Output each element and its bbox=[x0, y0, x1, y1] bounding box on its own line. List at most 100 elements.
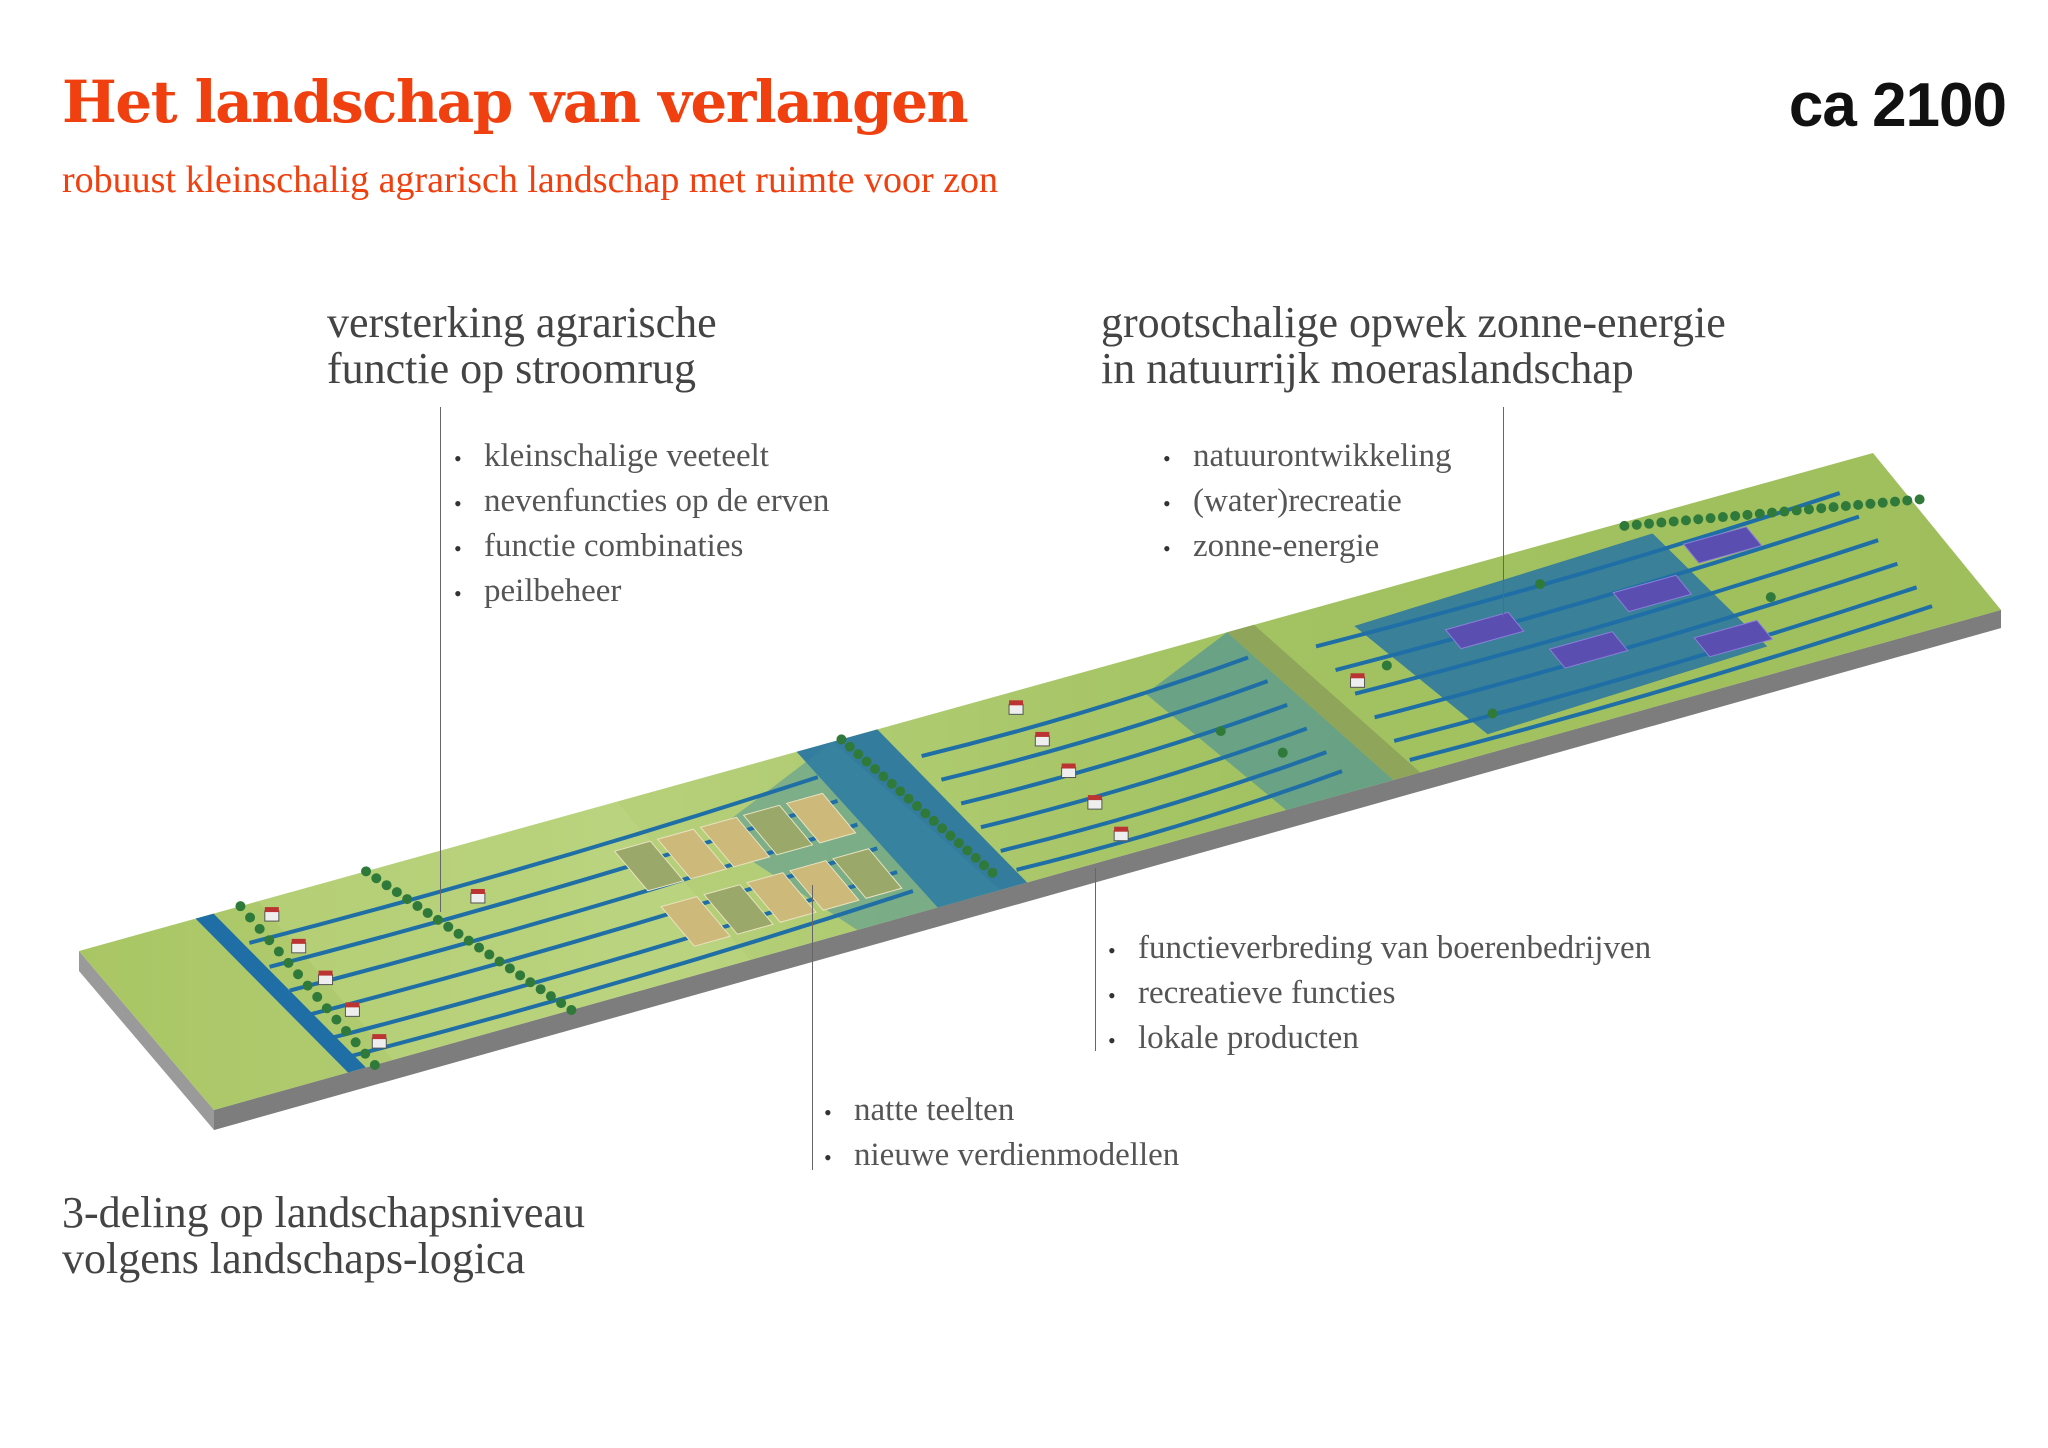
tree-icon bbox=[443, 921, 454, 932]
crop-field bbox=[699, 816, 771, 868]
ditch bbox=[980, 726, 1308, 830]
farmhouse-icon bbox=[371, 1037, 387, 1049]
tree-icon bbox=[1487, 708, 1498, 719]
farmhouse-roof-icon bbox=[1114, 826, 1129, 832]
tree-icon bbox=[1754, 508, 1765, 519]
tree-icon bbox=[1803, 504, 1814, 515]
tree-icon bbox=[360, 1048, 371, 1059]
tree-icon bbox=[937, 823, 948, 834]
tree-icon bbox=[836, 734, 847, 745]
list-item: •recreatieve functies bbox=[1108, 971, 1651, 1016]
list-item: •nevenfuncties op de erven bbox=[454, 479, 829, 524]
tree-icon bbox=[350, 1037, 361, 1048]
bullet-icon: • bbox=[1108, 1027, 1116, 1053]
ditch bbox=[1409, 604, 1933, 762]
bullet-icon: • bbox=[454, 490, 462, 516]
ditch bbox=[248, 775, 819, 945]
list-item: •kleinschalige veeteelt bbox=[454, 434, 829, 479]
farmhouses bbox=[264, 673, 1366, 1049]
list-item: •zonne-energie bbox=[1163, 524, 1451, 569]
right-zone-heading: grootschalige opwek zonne-energie in nat… bbox=[1101, 300, 1726, 392]
tree-icon bbox=[1828, 502, 1839, 513]
crop-field bbox=[613, 840, 685, 892]
bullet-icon: • bbox=[454, 535, 462, 561]
crop-field bbox=[660, 896, 732, 947]
tree-icon bbox=[381, 880, 392, 891]
tree-icon bbox=[1644, 518, 1655, 529]
tree-icon bbox=[920, 808, 931, 819]
tree-icon bbox=[515, 970, 526, 981]
tree-icon bbox=[1277, 747, 1288, 758]
bullet-icon: • bbox=[824, 1099, 832, 1125]
tree-icon bbox=[293, 969, 304, 980]
bullet-icon: • bbox=[454, 445, 462, 471]
tree-icon bbox=[245, 912, 256, 923]
heading-line: versterking agrarische bbox=[327, 298, 717, 347]
list-item: •nieuwe verdienmodellen bbox=[824, 1133, 1179, 1178]
bullet-icon: • bbox=[1108, 937, 1116, 963]
farmhouse-roof-icon bbox=[318, 970, 333, 976]
bullet-icon: • bbox=[1163, 535, 1171, 561]
tree-icon bbox=[412, 901, 423, 912]
tree-icon bbox=[1767, 507, 1778, 518]
tree-icon bbox=[1680, 515, 1691, 526]
tree-icon bbox=[1914, 494, 1925, 505]
middle-bullet-list: •functieverbreding van boerenbedrijven •… bbox=[1108, 926, 1651, 1061]
footer-heading: 3-deling op landschapsniveau volgens lan… bbox=[62, 1190, 585, 1282]
tree-icon bbox=[302, 980, 313, 991]
tree-icon bbox=[361, 866, 372, 877]
tree-icon bbox=[556, 998, 567, 1009]
tree-icon bbox=[402, 894, 413, 905]
list-item: •natuurontwikkeling bbox=[1163, 434, 1451, 479]
tree-icon bbox=[1765, 592, 1776, 603]
solar-panel-field bbox=[1612, 574, 1693, 613]
crop-field bbox=[832, 848, 903, 899]
ditch bbox=[1374, 561, 1899, 720]
farmhouse-icon bbox=[470, 892, 486, 904]
tree-icon bbox=[1730, 510, 1741, 521]
tree-icon bbox=[886, 778, 897, 789]
list-item: •peilbeheer bbox=[454, 569, 829, 614]
tree-icon bbox=[1631, 519, 1642, 530]
tree-icon bbox=[463, 935, 474, 946]
tree-icon bbox=[494, 956, 505, 967]
tree-icon bbox=[1877, 497, 1888, 508]
tree-icon bbox=[264, 935, 275, 946]
tree-icon bbox=[422, 907, 433, 918]
railway-dike bbox=[1227, 624, 1421, 780]
list-item: •functie combinaties bbox=[454, 524, 829, 569]
farmhouse-roof-icon bbox=[1035, 731, 1050, 737]
farmhouse-icon bbox=[1034, 735, 1050, 747]
tree-icon bbox=[1853, 499, 1864, 510]
farmhouse-icon bbox=[291, 942, 307, 954]
tree-icon bbox=[1656, 517, 1667, 528]
solar-panel-field bbox=[1682, 526, 1763, 564]
heading-line: grootschalige opwek zonne-energie bbox=[1101, 298, 1726, 347]
list-item: •lokale producten bbox=[1108, 1016, 1651, 1061]
bullet-icon: • bbox=[454, 580, 462, 606]
left-leader-line bbox=[440, 407, 441, 912]
tree-icon bbox=[432, 914, 443, 925]
tree-icon bbox=[895, 786, 906, 797]
farmhouse-roof-icon bbox=[264, 907, 279, 913]
tree-icon bbox=[1535, 579, 1546, 590]
tree-icon bbox=[1693, 514, 1704, 525]
tree-icon bbox=[312, 991, 323, 1002]
farmhouse-roof-icon bbox=[291, 938, 306, 944]
tree-icon bbox=[566, 1005, 577, 1015]
heading-line: functie op stroomrug bbox=[327, 344, 697, 393]
tree-icon bbox=[371, 873, 382, 884]
list-item: •(water)recreatie bbox=[1163, 479, 1451, 524]
bottom-bullet-list: •natte teelten •nieuwe verdienmodellen bbox=[824, 1088, 1179, 1178]
tree-icon bbox=[254, 923, 265, 934]
bullet-icon: • bbox=[824, 1144, 832, 1170]
heading-line: volgens landschaps-logica bbox=[62, 1234, 526, 1283]
farmhouse-icon bbox=[318, 974, 334, 986]
tree-icon bbox=[928, 815, 939, 826]
solar-panel-field bbox=[1693, 619, 1774, 658]
tree-icon bbox=[535, 984, 546, 995]
ditch bbox=[1315, 491, 1841, 649]
tree-icon bbox=[870, 763, 881, 774]
crop-field bbox=[742, 804, 814, 856]
